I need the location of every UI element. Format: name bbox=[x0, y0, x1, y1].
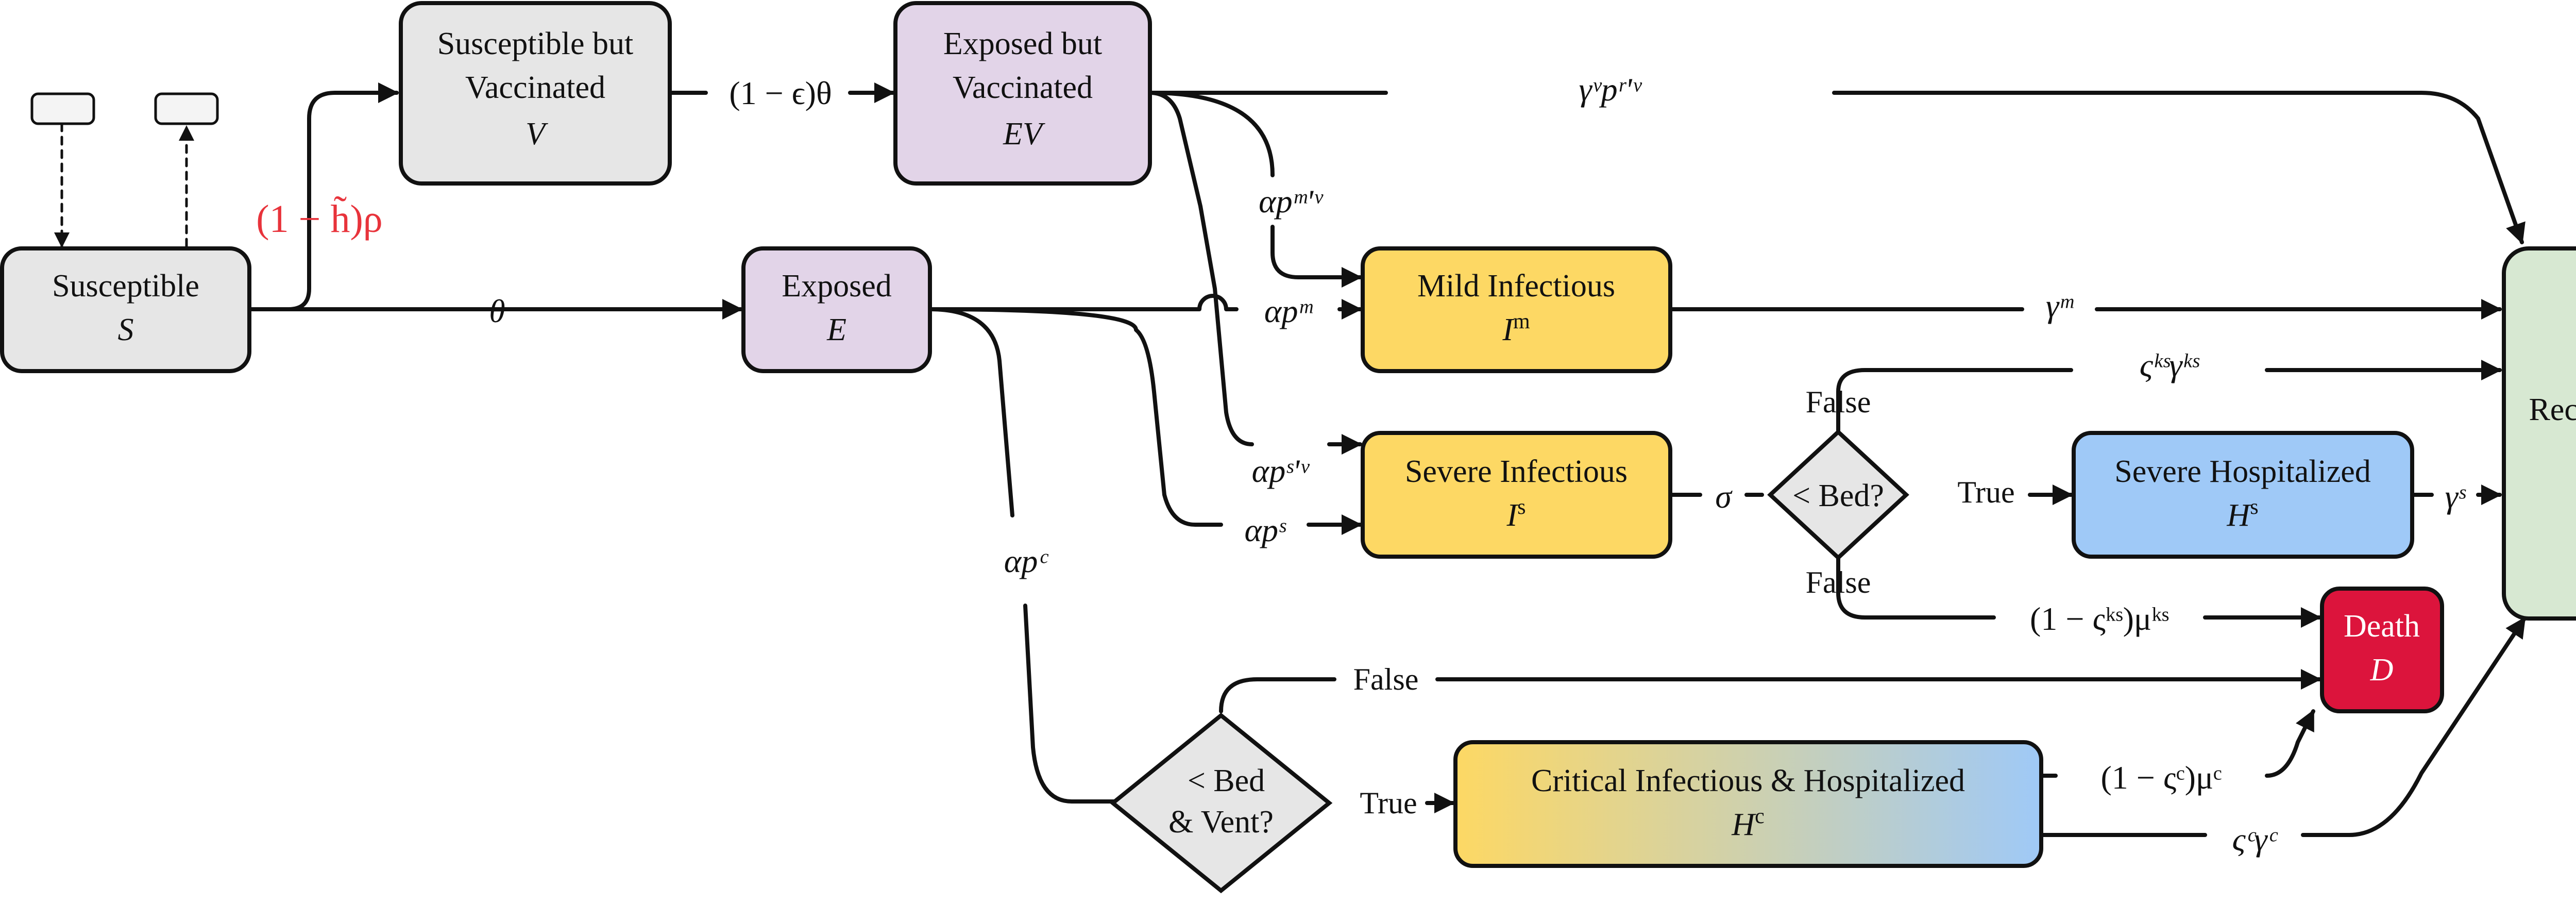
edge-vent-false bbox=[1219, 679, 2319, 713]
node-susceptible-title: Susceptible bbox=[52, 269, 199, 304]
node-severe-infectious-title: Severe Infectious bbox=[1405, 454, 1628, 489]
node-critical-title: Critical Infectious & Hospitalized bbox=[1531, 763, 1965, 798]
edge-critical-to-death bbox=[2039, 711, 2313, 778]
node-exposed-vaccinated-title-2: Vaccinated bbox=[953, 70, 1093, 105]
edge-bed-false-top bbox=[1836, 370, 2500, 432]
label-hosp-recover: γˢ bbox=[2445, 478, 2466, 515]
node-exposed-symbol: E bbox=[826, 312, 846, 347]
label-e-mild: αpᵐ bbox=[1264, 293, 1313, 329]
edges bbox=[54, 91, 2524, 837]
label-vacc-exposure: (1 − ϵ)θ bbox=[729, 75, 832, 111]
node-bed-vent-label-1: < Bed bbox=[1188, 763, 1265, 798]
node-vaccinated: Susceptible but Vaccinated V bbox=[399, 1, 672, 186]
label-critical-recover: ςᶜγᶜ bbox=[2232, 821, 2278, 858]
edge-ev-to-severe bbox=[1148, 91, 1254, 446]
label-critical-death: (1 − ςᶜ)μᶜ bbox=[2100, 759, 2222, 796]
node-exposed-vaccinated-title-1: Exposed but bbox=[943, 26, 1102, 61]
node-vaccinated-title-1: Susceptible but bbox=[437, 26, 634, 61]
node-severe-hospitalized-title: Severe Hospitalized bbox=[2114, 454, 2371, 489]
node-susceptible-symbol: S bbox=[118, 312, 134, 347]
node-mild-infectious-title: Mild Infectious bbox=[1417, 269, 1615, 304]
edge-ev-to-r bbox=[1148, 91, 2522, 242]
label-ev-severe: αpˢ'ᵛ bbox=[1252, 453, 1310, 489]
label-ks-recover: ςᵏˢγᵏˢ bbox=[2140, 347, 2200, 383]
node-severe-infectious: Severe Infectious Is bbox=[1361, 431, 1672, 559]
node-mild-infectious: Mild Infectious Im bbox=[1361, 246, 1672, 373]
edge-ev-to-mild bbox=[1148, 91, 1360, 277]
node-bed-decision: < Bed? bbox=[1767, 429, 1909, 561]
node-severe-hospitalized: Severe Hospitalized Hs bbox=[2072, 431, 2414, 559]
node-exposed: Exposed E bbox=[741, 246, 932, 373]
node-bed-decision-label: < Bed? bbox=[1792, 478, 1884, 513]
label-e-critical: αpᶜ bbox=[1004, 543, 1049, 579]
node-vaccinated-title-2: Vaccinated bbox=[465, 70, 605, 105]
node-death-title: Death bbox=[2344, 609, 2420, 644]
node-death: Death D bbox=[2320, 587, 2444, 713]
edge-e-to-bedvent bbox=[928, 307, 1119, 804]
edge-bed-false-bottom bbox=[1836, 557, 2319, 617]
label-bed-true: True bbox=[1957, 475, 2014, 509]
node-critical: Critical Infectious & Hospitalized Hc bbox=[1453, 740, 2043, 868]
outflow-box bbox=[154, 92, 219, 125]
node-bed-vent-label-2: & Vent? bbox=[1168, 805, 1274, 840]
label-bed-false-top: False bbox=[1806, 385, 1871, 419]
label-e-severe: αpˢ bbox=[1244, 512, 1286, 548]
label-theta: θ bbox=[489, 293, 505, 329]
label-ev-mild: αpᵐ'ᵛ bbox=[1259, 183, 1324, 220]
node-exposed-vaccinated: Exposed but Vaccinated EV bbox=[893, 1, 1152, 186]
node-vaccinated-symbol: V bbox=[526, 116, 548, 152]
node-bed-vent-decision: < Bed & Vent? bbox=[1109, 712, 1333, 894]
node-exposed-vaccinated-symbol: EV bbox=[1003, 116, 1045, 152]
node-critical-symbol: Hc bbox=[1731, 805, 1764, 842]
edge-critical-to-r bbox=[2039, 618, 2524, 837]
node-severe-infectious-symbol: Is bbox=[1506, 495, 1526, 533]
label-bed-false-bottom: False bbox=[1806, 565, 1871, 599]
edge-e-to-severe bbox=[928, 307, 1360, 525]
node-mild-infectious-symbol: Im bbox=[1502, 310, 1530, 347]
node-recovered: Recovered R bbox=[2502, 246, 2576, 621]
node-death-symbol: D bbox=[2370, 653, 2394, 688]
label-vacc-rate: (1 − h̃)ρ bbox=[256, 196, 382, 241]
edge-e-to-mild bbox=[928, 296, 1360, 309]
node-exposed-title: Exposed bbox=[782, 269, 892, 304]
node-severe-hospitalized-symbol: Hs bbox=[2226, 495, 2258, 533]
label-sigma: σ bbox=[1715, 478, 1733, 515]
label-vent-true: True bbox=[1360, 786, 1417, 820]
label-vent-false: False bbox=[1353, 662, 1419, 696]
inflow-box bbox=[30, 92, 95, 125]
edge-labels: (1 − h̃)ρ θ (1 − ϵ)θ γᵛpʳ'ᵛ αpᵐ'ᵛ αpᵐ γᵐ… bbox=[256, 71, 2466, 858]
label-ev-recover: γᵛpʳ'ᵛ bbox=[1579, 71, 1642, 108]
node-recovered-title: Recovered bbox=[2529, 392, 2576, 427]
label-mild-recover: γᵐ bbox=[2046, 288, 2074, 324]
node-susceptible: Susceptible S bbox=[0, 246, 251, 373]
label-ks-death: (1 − ςᵏˢ)μᵏˢ bbox=[2030, 600, 2169, 637]
